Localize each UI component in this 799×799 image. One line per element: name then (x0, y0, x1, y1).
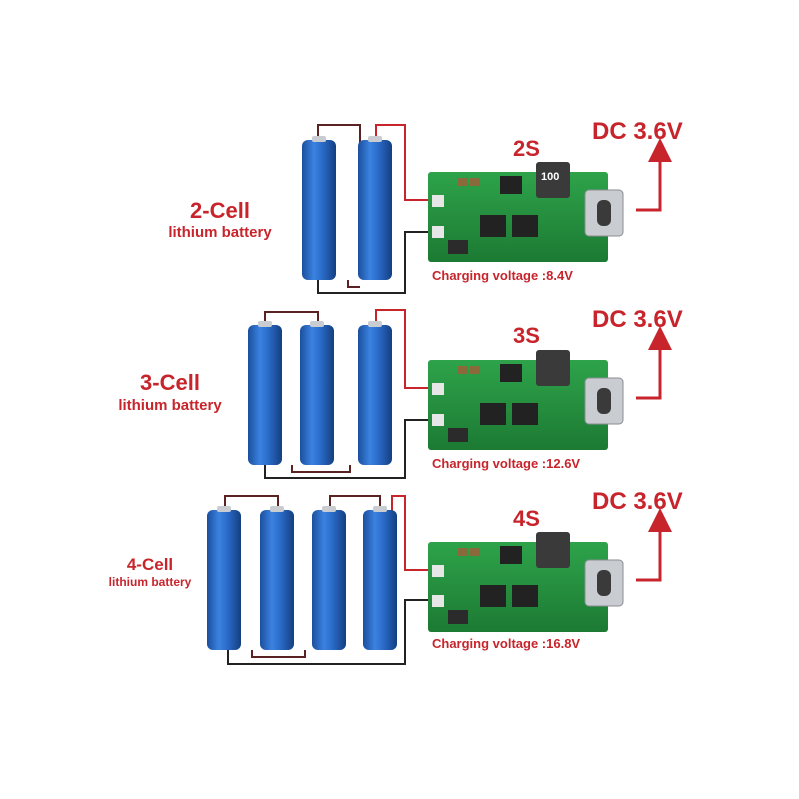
battery-type-label: lithium battery (168, 224, 272, 241)
series-wire (317, 124, 361, 145)
battery-cell-icon (358, 321, 392, 465)
battery-cell-icon (207, 506, 241, 650)
cell-count-label: 2-Cell (190, 198, 250, 223)
series-label: 3S (513, 323, 540, 348)
battery-cell-icon (248, 321, 282, 465)
battery-cell-icon (363, 506, 397, 650)
row-3s (248, 309, 672, 479)
cell-count-label: 4-Cell (126, 555, 174, 574)
row-2s (302, 124, 672, 294)
usb-c-port-icon (584, 559, 624, 607)
series-wire (251, 650, 306, 658)
inductor-marking: 100 (541, 171, 560, 183)
input-voltage-label: DC 3.6V (592, 488, 683, 515)
battery-cell-icon (300, 321, 334, 465)
negative-wire (264, 419, 432, 479)
series-wire (329, 495, 381, 512)
arrow-icon (636, 508, 672, 582)
row-4s (207, 495, 672, 665)
battery-cell-icon (260, 506, 294, 650)
battery-cell-icon (358, 136, 392, 280)
charging-voltage-label: Charging voltage :8.4V (432, 268, 573, 283)
series-wire (224, 495, 279, 512)
series-label: 2S (513, 136, 540, 161)
usb-c-port-icon (584, 377, 624, 425)
negative-wire (317, 231, 432, 294)
usb-c-port-icon (584, 189, 624, 237)
battery-cell-icon (302, 136, 336, 280)
battery-type-label: lithium battery (108, 575, 192, 589)
battery-cell-icon (312, 506, 346, 650)
input-voltage-label: DC 3.6V (592, 306, 683, 333)
pcb-board-icon (428, 532, 608, 632)
positive-wire (375, 309, 432, 389)
series-wire (347, 280, 360, 288)
arrow-icon (636, 326, 672, 400)
positive-wire (375, 124, 432, 201)
series-wire (291, 465, 351, 473)
pcb-board-icon (428, 162, 608, 262)
charging-voltage-label: Charging voltage :12.6V (432, 456, 581, 471)
negative-wire (227, 599, 432, 665)
series-label: 4S (513, 506, 540, 531)
input-voltage-label: DC 3.6V (592, 118, 683, 145)
charging-voltage-label: Charging voltage :16.8V (432, 636, 581, 651)
arrow-icon (636, 138, 672, 212)
pcb-board-icon (428, 350, 608, 450)
battery-type-label: lithium battery (118, 397, 222, 414)
positive-wire (391, 495, 432, 571)
cell-count-label: 3-Cell (140, 370, 200, 395)
